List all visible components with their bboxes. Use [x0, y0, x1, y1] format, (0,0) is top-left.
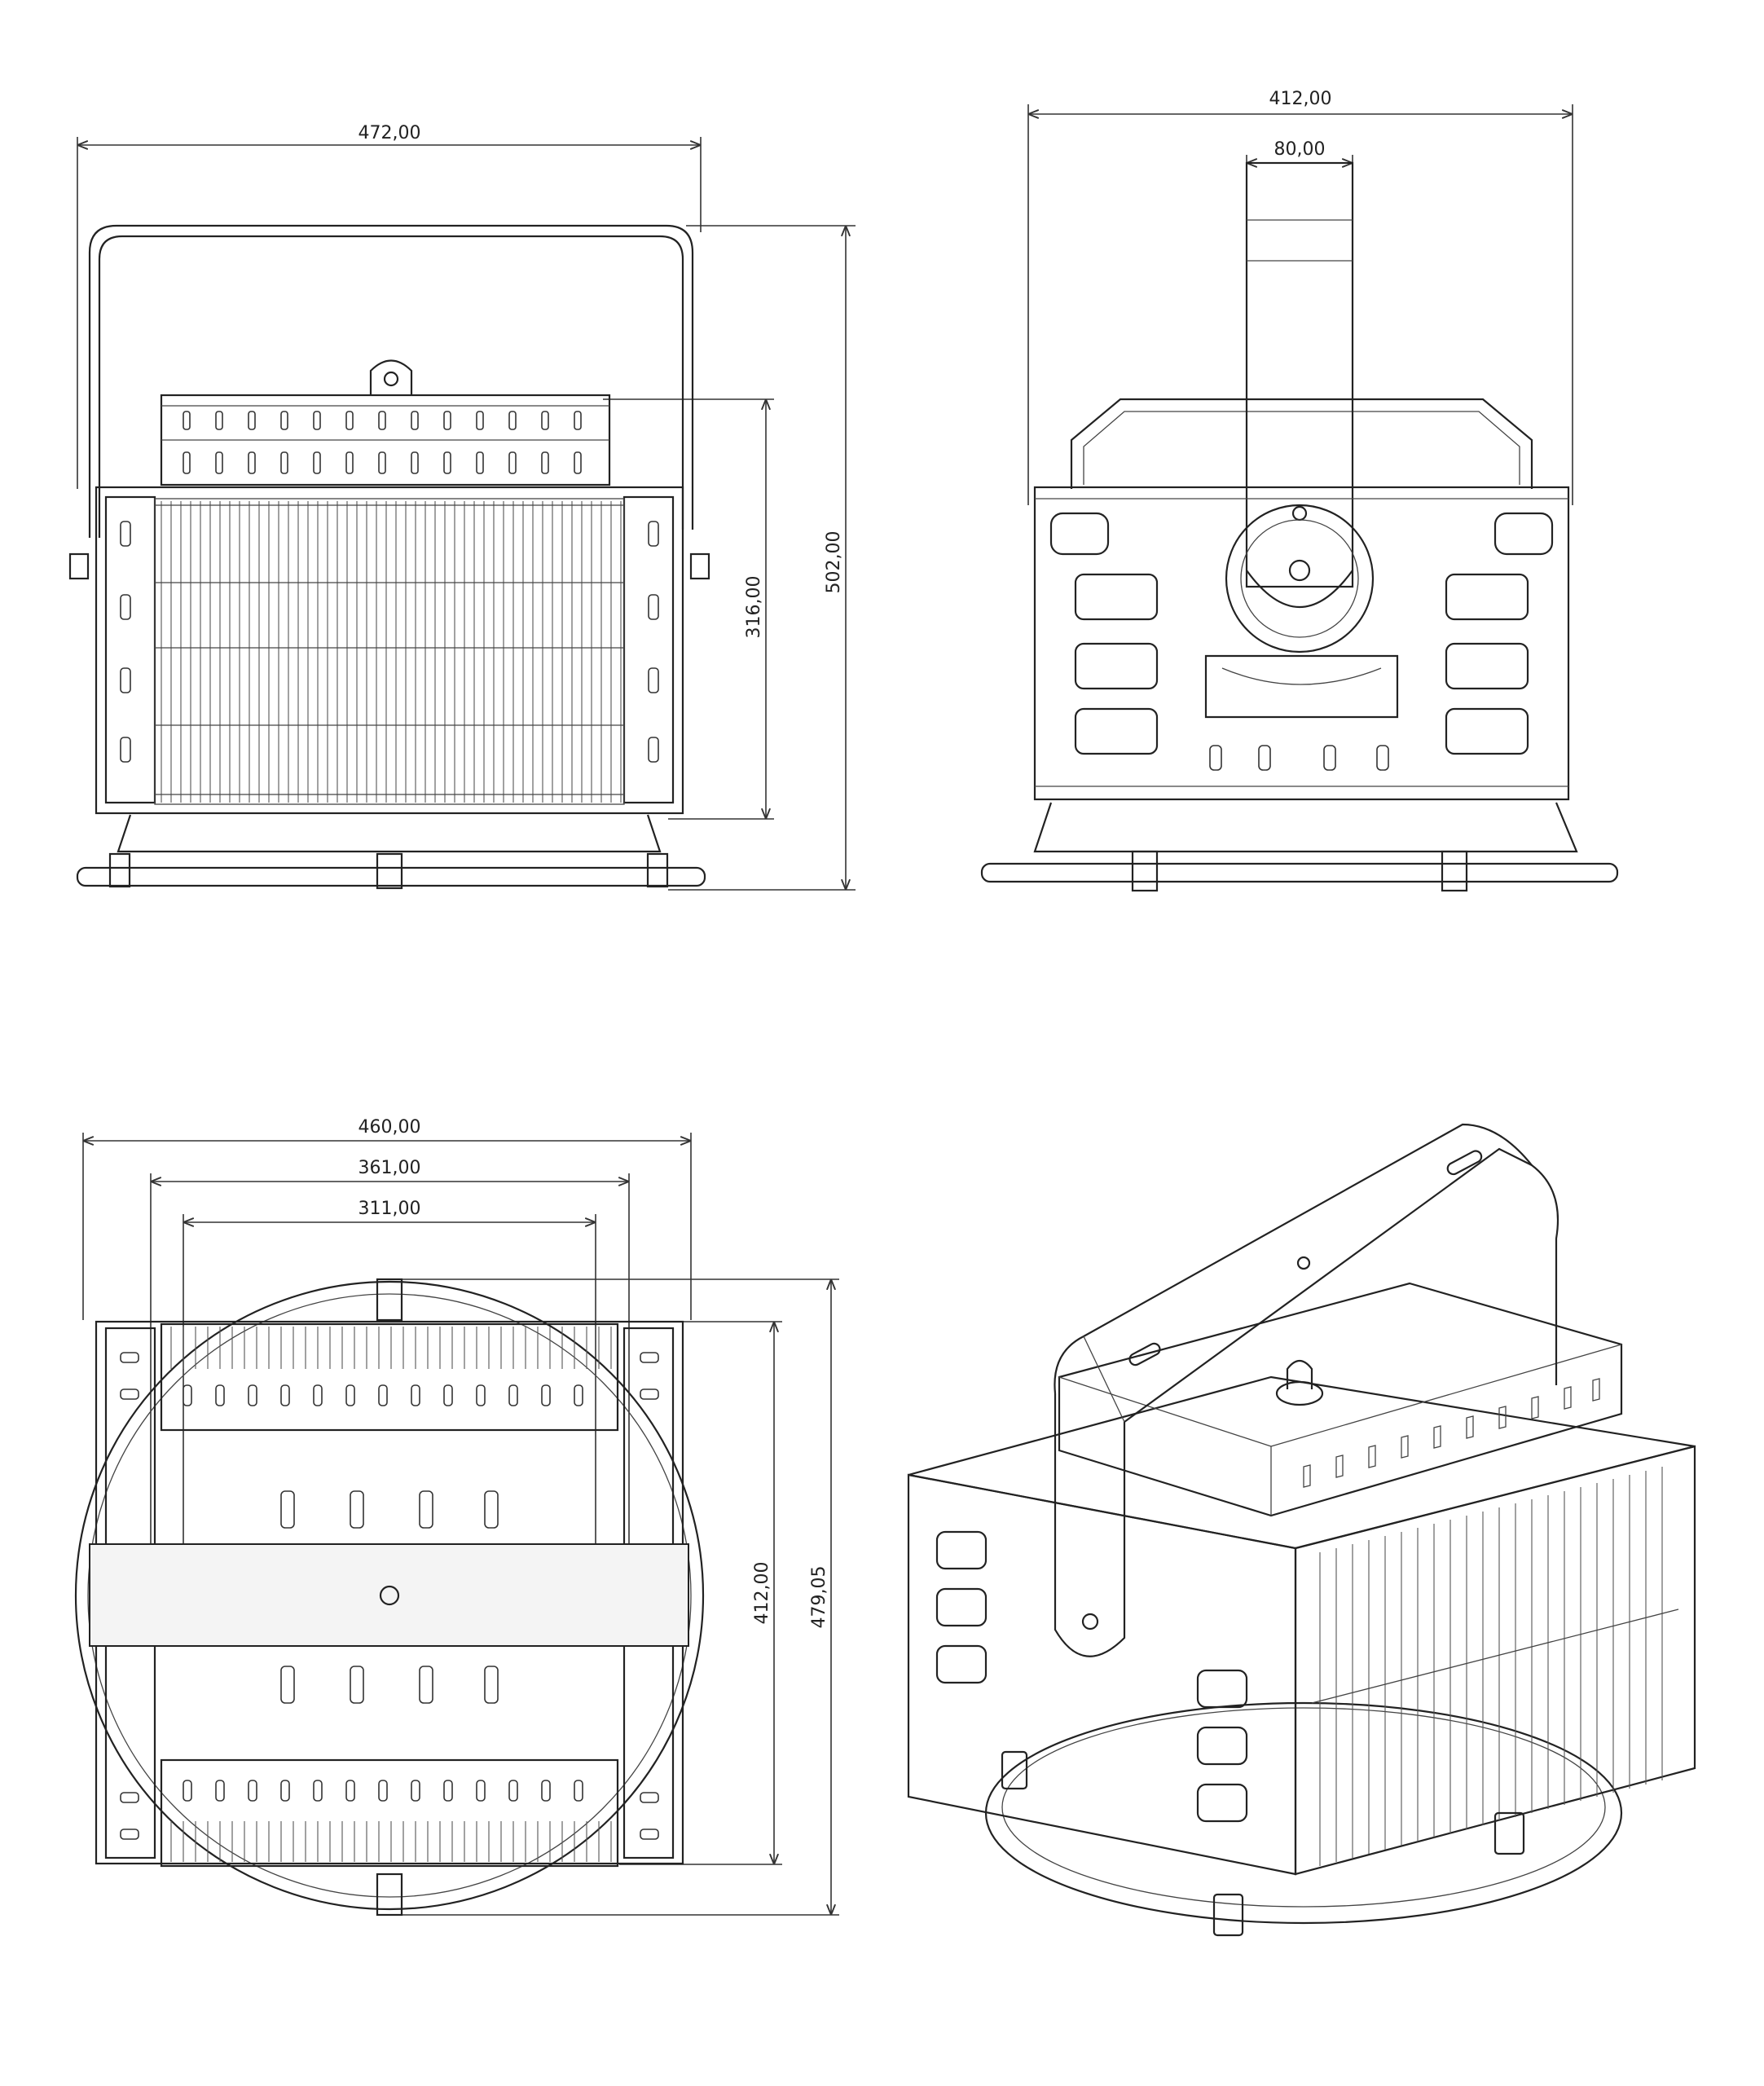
- side-bottom-slots: [1209, 745, 1389, 771]
- front-heat-sink-fins: [154, 498, 625, 805]
- side-pivot-gear: [1225, 504, 1375, 654]
- front-mount-lug: [369, 359, 413, 395]
- front-top-slots: [183, 411, 582, 474]
- bottom-crossbar: [89, 1543, 689, 1647]
- iso-right-face: [1294, 1445, 1696, 1876]
- front-side-slots: [120, 521, 659, 763]
- bottom-fin-slots: [183, 1384, 583, 1802]
- side-width-label: 412,00: [1269, 89, 1332, 109]
- front-width-dimension: 472,00: [77, 123, 702, 489]
- side-bracket-arm: [1245, 161, 1354, 588]
- bottom-height-label: 412,00: [752, 1562, 772, 1625]
- iso-top-heatsink: [1058, 1282, 1623, 1517]
- front-u-bracket: [88, 224, 694, 538]
- front-height-label: 502,00: [824, 531, 844, 594]
- side-panel-windows: [1049, 512, 1554, 755]
- bottom-total-dimension: 479,05: [399, 1278, 839, 1916]
- bottom-base-circle: [74, 1280, 705, 1911]
- isometric-view: [907, 1123, 1696, 1937]
- front-width-label: 472,00: [359, 123, 421, 143]
- bottom-view: 460,00 361,00 311,00 412,00 479,05: [74, 1117, 839, 1917]
- bottom-side-slots: [120, 1352, 659, 1840]
- side-bracket-dimension: 80,00: [1246, 139, 1353, 212]
- side-base-ring: [1033, 802, 1578, 853]
- front-fin-lines: [155, 501, 624, 803]
- side-view: 412,00 80,00: [980, 89, 1619, 892]
- bottom-center-slots: [280, 1490, 499, 1704]
- side-upper-housing: [1070, 398, 1533, 489]
- iso-top-slots: [1303, 1378, 1600, 1488]
- front-base-ring: [117, 814, 662, 853]
- iso-top-face: [908, 1375, 1696, 1550]
- front-body-dimension: 316,00: [603, 398, 774, 820]
- iso-side-fins: [1311, 1467, 1679, 1866]
- side-width-dimension: 412,00: [1027, 89, 1573, 505]
- iso-front-face: [907, 1473, 1297, 1876]
- front-view: 472,00 502,00 316,00: [68, 123, 856, 891]
- iso-front-windows: [935, 1530, 1248, 1823]
- bottom-inner-dimension: 311,00: [183, 1199, 596, 1597]
- bottom-outer-label: 460,00: [359, 1117, 421, 1138]
- side-bracket-label: 80,00: [1274, 139, 1326, 160]
- front-main-housing: [95, 486, 684, 815]
- bottom-inner-label: 311,00: [359, 1199, 421, 1219]
- bottom-mid-label: 361,00: [359, 1158, 421, 1178]
- front-body-label: 316,00: [744, 576, 764, 639]
- bottom-mid-dimension: 361,00: [150, 1158, 630, 1597]
- bottom-outer-dimension: 460,00: [82, 1117, 692, 1320]
- side-main-housing: [1033, 486, 1570, 801]
- bottom-total-label: 479,05: [809, 1566, 829, 1629]
- front-height-dimension: 502,00: [668, 225, 856, 891]
